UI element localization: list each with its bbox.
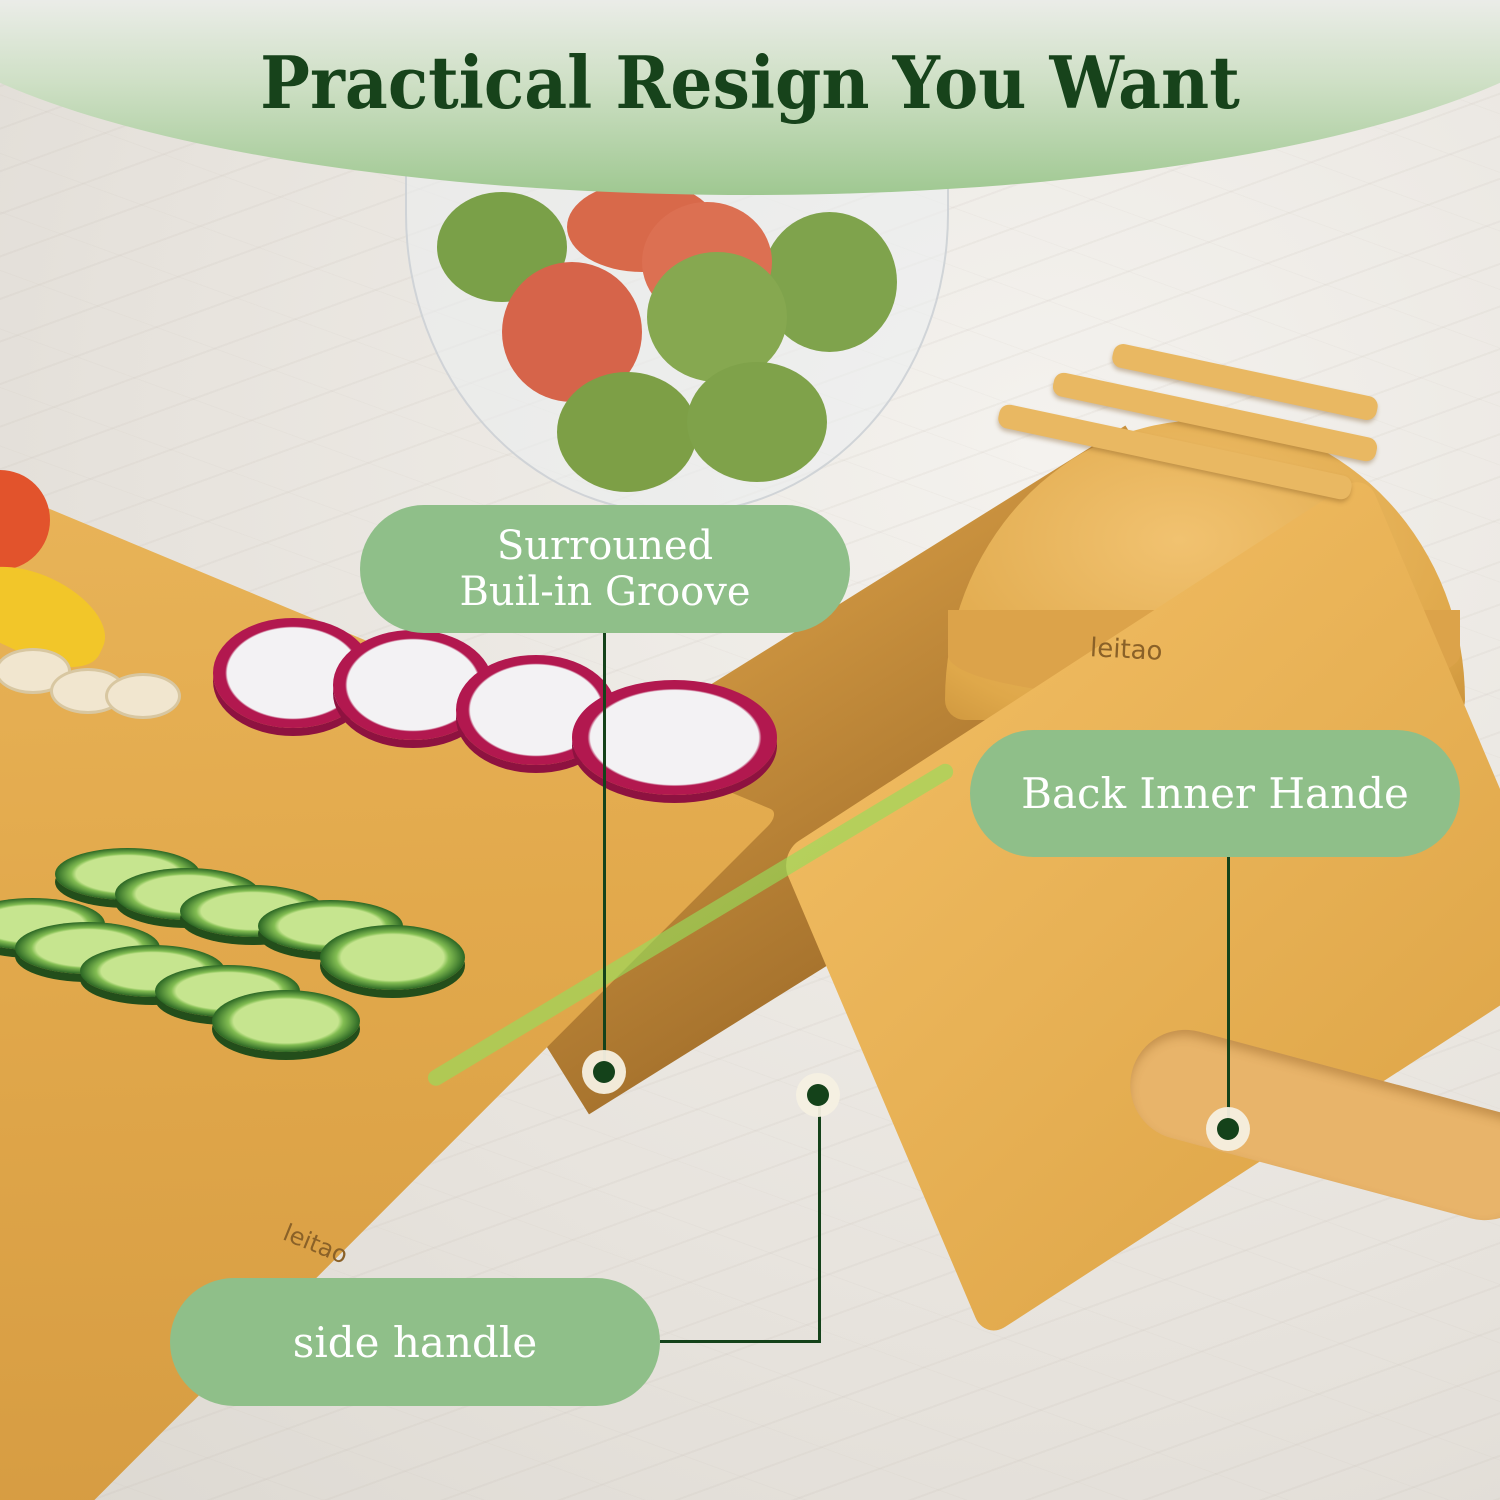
glass-fruit-bowl: [405, 170, 949, 514]
callout-side-label: side handle: [292, 1317, 538, 1367]
callout-back-inner-handle: Back Inner Hande: [970, 730, 1460, 857]
callout-groove-line1: Surrouned: [496, 523, 714, 569]
groove-leader-line: [603, 633, 606, 1073]
banana-slice: [105, 673, 181, 719]
dragon-fruit-slice: [572, 680, 777, 795]
callout-side-handle: side handle: [170, 1278, 660, 1406]
back-handle-leader-line: [1227, 857, 1230, 1129]
side-handle-leader-line: [660, 1340, 821, 1343]
apple-green: [687, 362, 827, 482]
callout-groove: Surrouned Buil-in Groove: [360, 505, 850, 633]
apple-green: [557, 372, 697, 492]
holder-logo: leitao: [1089, 633, 1164, 667]
side-handle-leader-line: [818, 1096, 821, 1342]
callout-back-label: Back Inner Hande: [1021, 769, 1409, 818]
page-title: Practical Resign You Want: [260, 40, 1240, 125]
callout-groove-line2: Buil-in Groove: [459, 569, 751, 615]
apple-green: [647, 252, 787, 382]
cucumber-slice: [320, 925, 465, 990]
marker-dot-icon: [593, 1061, 615, 1083]
back-handle-marker: [1206, 1107, 1250, 1151]
marker-dot-icon: [807, 1084, 829, 1106]
marker-dot-icon: [1217, 1118, 1239, 1140]
side-handle-marker: [796, 1073, 840, 1117]
groove-marker: [582, 1050, 626, 1094]
cucumber-slice: [212, 990, 360, 1052]
